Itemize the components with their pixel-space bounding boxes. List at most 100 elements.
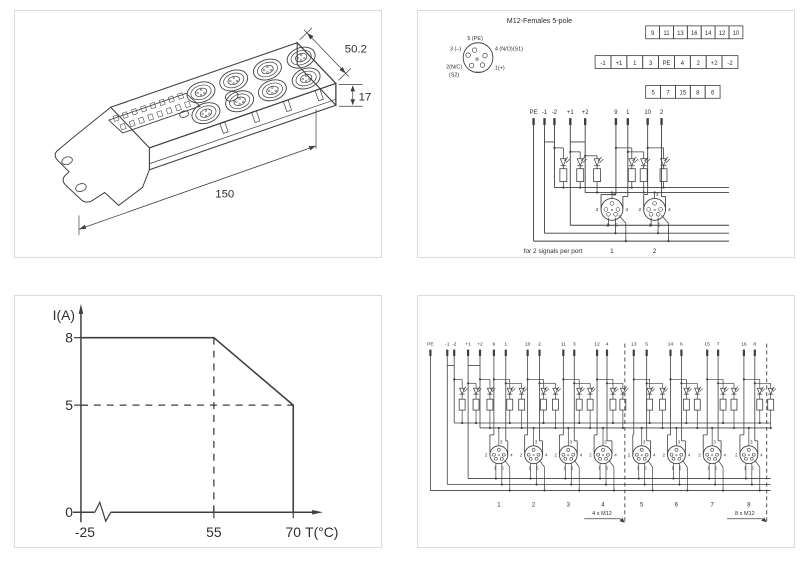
port-pin — [713, 456, 717, 461]
connector-pin — [296, 57, 299, 60]
m12-connector-outline — [225, 90, 255, 113]
resistor — [659, 398, 666, 411]
led-indicator — [518, 387, 525, 396]
resistor — [540, 398, 547, 411]
connector-pin — [229, 79, 232, 83]
terminal-strip-cell — [131, 108, 138, 116]
port-pin — [606, 452, 610, 457]
port-pin-label-left: 2 — [520, 453, 523, 458]
junction-dot — [569, 150, 572, 153]
connector-pin — [204, 109, 208, 112]
led-indicator — [659, 387, 666, 396]
port-pin — [679, 452, 684, 457]
led-ray — [664, 156, 669, 162]
bus-label: 12 — [594, 342, 600, 348]
m12-connector-outline — [253, 58, 282, 81]
connector-pin — [308, 77, 311, 81]
port-pin — [635, 452, 639, 457]
led-ray — [597, 156, 602, 162]
arrowhead — [761, 517, 767, 523]
port-pin-center — [640, 454, 643, 457]
port-diagonal — [717, 459, 724, 468]
junction-dot — [607, 224, 610, 227]
led-indicator — [719, 387, 727, 396]
junction-dot — [453, 378, 456, 381]
terminal-cell-label: 1 — [633, 61, 637, 67]
port-diagonal — [618, 215, 627, 224]
junction-dot — [598, 477, 602, 480]
port-pin-center — [711, 454, 714, 457]
port-pin-label-right: 4 — [545, 453, 548, 458]
bus-label: +2 — [477, 342, 483, 348]
port-pin-label-bottom-left: 1 — [598, 466, 601, 471]
resistor — [518, 398, 526, 411]
bus-label: -2 — [452, 342, 457, 348]
terminal-strip-cell — [112, 114, 120, 122]
junction-dot — [632, 378, 635, 381]
x-tick-label: 70 — [286, 524, 302, 540]
top-hole — [179, 110, 189, 118]
junction-dot — [570, 483, 573, 486]
port-pin-label-right: 4 — [760, 453, 763, 458]
resistor — [682, 398, 690, 411]
port-pin-label-top: 3 — [500, 439, 503, 444]
m12-connector-inner — [300, 73, 313, 84]
resistor — [730, 398, 738, 411]
connector-pin — [203, 91, 206, 95]
bus-label: 1 — [626, 110, 630, 116]
pinout-label-1: 1(+) — [495, 66, 505, 72]
terminal-cell-label: +2 — [711, 61, 718, 67]
m12-connector-ring — [223, 72, 245, 89]
junction-dot — [605, 382, 609, 385]
bus-label: 6 — [680, 342, 683, 348]
connector-pin — [238, 102, 241, 106]
resistor — [627, 168, 636, 183]
port-pin-center — [532, 454, 535, 457]
connector-pin — [274, 89, 277, 93]
base-flange — [54, 106, 150, 207]
axis-break — [94, 500, 112, 523]
led-indicator — [767, 387, 774, 396]
port-pin-label-left: 2 — [485, 453, 488, 458]
junction-dot — [538, 382, 541, 385]
port-pin-label-bottom-left: 1 — [744, 466, 747, 471]
connector-pin — [238, 97, 241, 100]
junction-dot — [564, 477, 567, 480]
resistor — [559, 168, 568, 183]
port-pin — [598, 456, 602, 461]
port-number: 2 — [532, 502, 535, 508]
led-indicator — [506, 387, 513, 396]
terminal-strip-cell — [177, 92, 184, 100]
port-number: 3 — [567, 502, 571, 508]
led-ray — [686, 386, 691, 391]
port-number: 8 — [747, 502, 751, 508]
junction-dot — [646, 146, 649, 149]
m12-connector-outline — [286, 46, 316, 69]
led-ray — [523, 388, 528, 392]
led-ray — [772, 388, 777, 392]
junction-dot — [769, 426, 772, 430]
terminal-strip-cell — [121, 111, 129, 119]
m12-connector-outline — [191, 102, 221, 125]
terminal-cell-label: +1 — [616, 61, 623, 67]
junction-dot — [500, 483, 503, 486]
junction-dot — [610, 191, 614, 194]
led-ray — [734, 386, 739, 391]
port-pin-label-bottom-right: 5 — [644, 466, 647, 471]
pinout-pin-center — [475, 57, 479, 61]
terminal-cell-label: 14 — [705, 31, 712, 37]
port-pin — [609, 201, 615, 206]
junction-dot — [708, 477, 711, 480]
pinout-pin — [482, 53, 488, 59]
port-circle — [593, 445, 613, 465]
port-pin-label-top: 3 — [656, 192, 659, 198]
junction-dot — [653, 191, 656, 194]
connector-pin — [266, 71, 269, 74]
dimension-line — [78, 145, 317, 230]
port-pin — [639, 448, 644, 452]
arrowhead — [350, 85, 356, 92]
port-diagonal — [647, 459, 653, 468]
junction-dot — [554, 426, 557, 430]
junction-dot — [529, 477, 532, 480]
port-circle — [702, 445, 722, 465]
